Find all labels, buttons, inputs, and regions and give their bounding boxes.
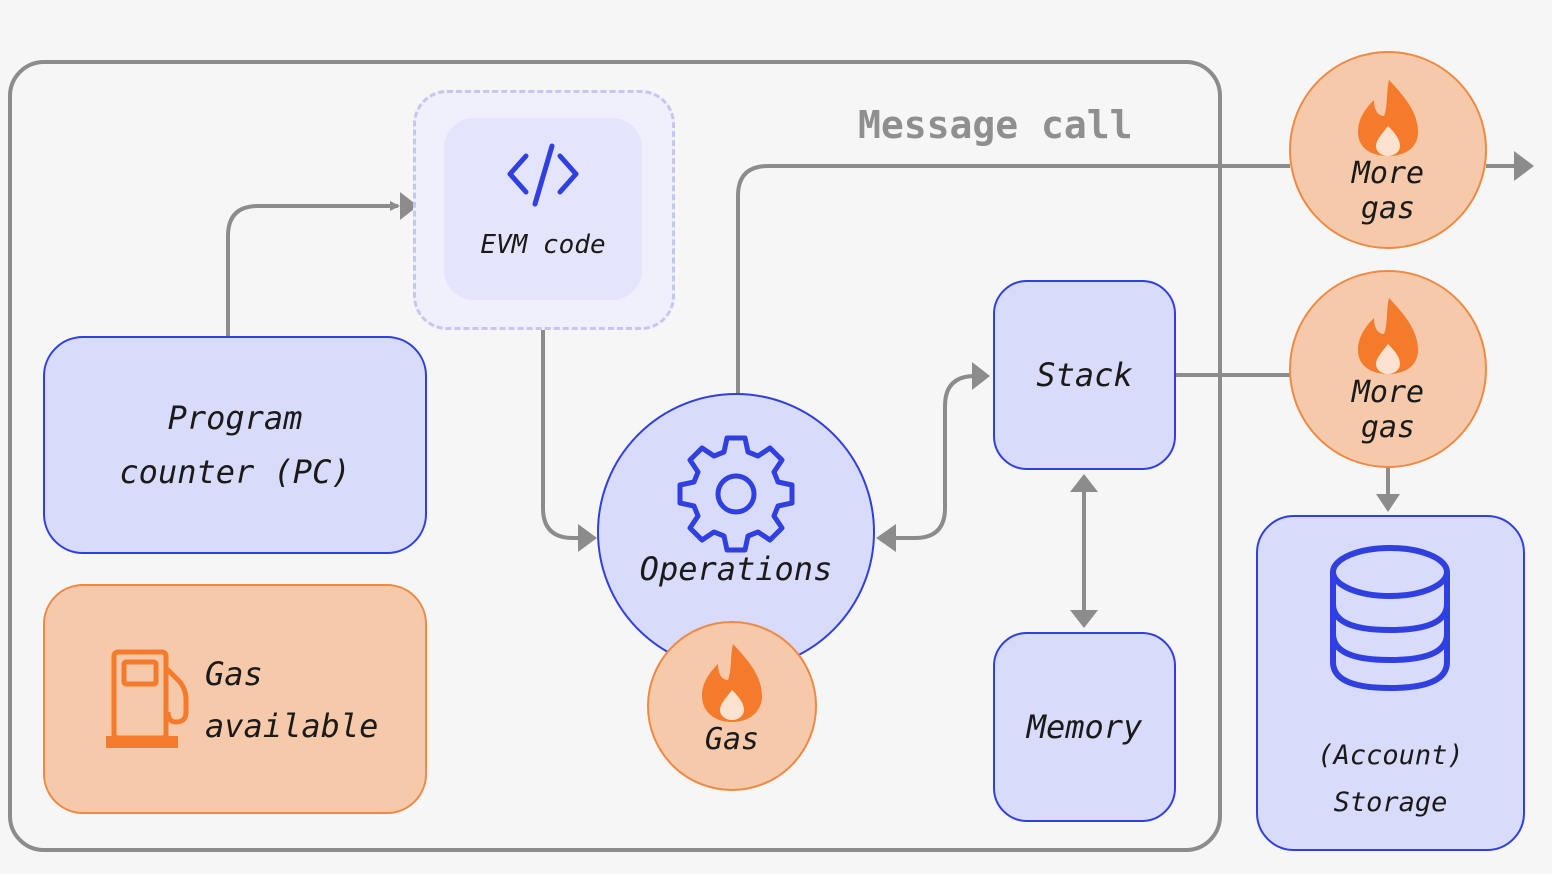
operations-stack-arrow	[895, 374, 976, 540]
stack-label: Stack	[1036, 356, 1133, 394]
operations-label: Operations	[639, 550, 833, 588]
more-gas-label-2: More gas	[1289, 375, 1487, 445]
memory-label: Memory	[1026, 708, 1143, 746]
program-counter-node[interactable]: Program counter (PC)	[43, 336, 427, 554]
more-gas-label-1: More gas	[1289, 156, 1487, 226]
evm-code-label: EVM code	[480, 230, 606, 260]
stack-node[interactable]: Stack	[993, 280, 1176, 470]
message-call-frame	[8, 60, 1222, 852]
program-counter-label: Program counter (PC)	[119, 399, 351, 491]
gas-available-label: Gas available	[205, 655, 379, 745]
operations-to-more-gas-arrow	[736, 164, 1290, 394]
memory-node[interactable]: Memory	[993, 632, 1176, 822]
gas-label: Gas	[704, 722, 760, 757]
storage-text: (Account) Storage	[1317, 740, 1464, 818]
evm-code-node[interactable]	[444, 118, 642, 300]
pc-to-evm-arrow	[226, 201, 400, 336]
more-gas-text-1: More gas	[1351, 156, 1425, 226]
storage-label: (Account) Storage	[1256, 732, 1525, 826]
evm-to-operations-arrow	[541, 324, 580, 540]
message-call-title: Message call	[858, 103, 1133, 147]
gas-available-node[interactable]	[43, 584, 427, 814]
more-gas-text-2: More gas	[1351, 375, 1425, 445]
